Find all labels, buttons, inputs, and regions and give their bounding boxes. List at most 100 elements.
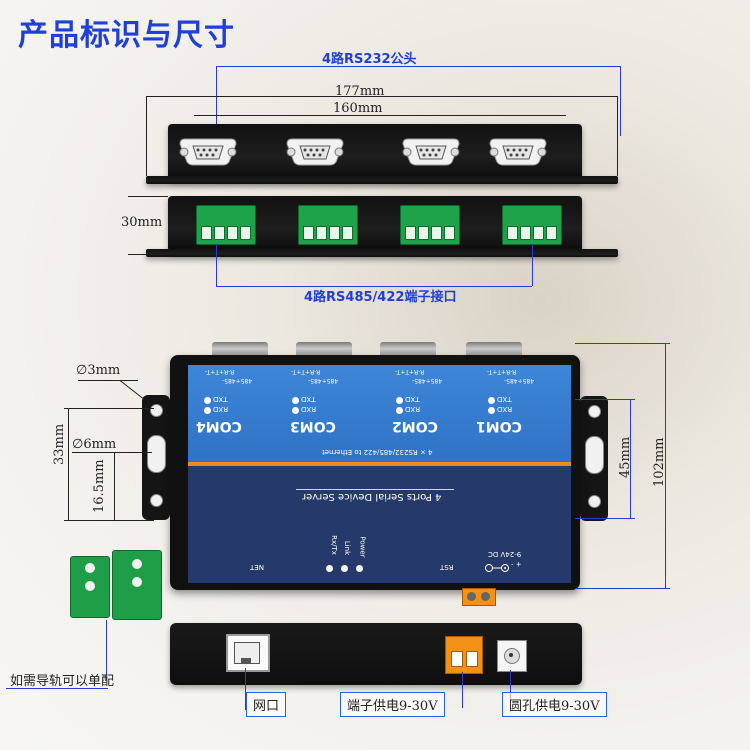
left-offset-dimension: 16.5mm bbox=[92, 459, 107, 513]
outer-width-tick-left bbox=[146, 96, 147, 176]
power-label: Power bbox=[358, 536, 367, 558]
dc-polarity-icon bbox=[485, 564, 509, 572]
mount-hole-small-right-top bbox=[588, 405, 601, 418]
left-height-line bbox=[68, 408, 69, 521]
accent-stripe bbox=[188, 462, 571, 466]
right-small-tick-bottom bbox=[575, 518, 635, 519]
com4-rxd: RXD bbox=[213, 405, 229, 413]
com3-pins2: 485+485- bbox=[308, 377, 339, 384]
terminal-span-line bbox=[216, 286, 532, 287]
panel-subtitle: 4 × RS232/485/422 to Ethernet bbox=[322, 448, 433, 456]
jack-power-label: 圆孔供电9-30V bbox=[502, 692, 607, 717]
mount-slot-left bbox=[147, 435, 166, 473]
rail-leader bbox=[106, 620, 107, 680]
inner-width-dimension: 160mm bbox=[333, 101, 383, 116]
com3-rxd-led bbox=[292, 407, 299, 414]
height-tick-top bbox=[128, 196, 168, 197]
left-height-dimension: 33mm bbox=[52, 423, 67, 465]
com4-rxd-led bbox=[204, 407, 211, 414]
power-led bbox=[356, 565, 363, 572]
rail-label-underline bbox=[6, 688, 108, 689]
terminal-leader-left bbox=[216, 244, 217, 286]
rs485-terminal-2 bbox=[298, 205, 358, 245]
hole-small-leader bbox=[119, 380, 144, 400]
rs232-connector-label: 4路RS232公头 bbox=[322, 52, 417, 67]
rs485-terminal-1 bbox=[196, 205, 256, 245]
com1-pins: R-R+T+T- bbox=[487, 368, 517, 375]
rail-label: 如需导轨可以单配 bbox=[10, 674, 115, 689]
right-total-dimension: 102mm bbox=[652, 437, 667, 487]
dsub-shell-3 bbox=[380, 342, 436, 358]
com1-pins2: 485+485- bbox=[504, 377, 535, 384]
net-label: NET bbox=[250, 563, 264, 571]
com1-txd-led bbox=[488, 397, 495, 404]
right-small-dimension: 45mm bbox=[618, 436, 633, 478]
terminal-power-leader bbox=[462, 672, 463, 708]
rxtx-led bbox=[326, 565, 333, 572]
right-total-tick-bottom bbox=[575, 588, 670, 589]
com1-label: COM1 bbox=[476, 418, 522, 434]
com2-pins: R-R+T+T- bbox=[395, 368, 425, 375]
rs485-terminal-4 bbox=[502, 205, 562, 245]
connector-leader-right bbox=[620, 66, 621, 136]
mount-slot-right bbox=[585, 436, 604, 474]
product-name-rule bbox=[296, 489, 454, 490]
left-height-tick-top bbox=[64, 408, 154, 409]
com3-pins: R-R+T+T- bbox=[291, 368, 321, 375]
dsub-shell-4 bbox=[466, 342, 522, 358]
right-total-line bbox=[665, 343, 666, 588]
db9-connector-3 bbox=[402, 138, 460, 166]
mount-hole-small-right-bottom bbox=[588, 495, 601, 508]
rst-label: RST bbox=[440, 563, 454, 571]
diameter-symbol: ∅ bbox=[76, 363, 88, 378]
com1-txd: TXD bbox=[497, 395, 512, 403]
left-height-tick-bottom bbox=[64, 520, 154, 521]
dsub-shell-2 bbox=[296, 342, 352, 358]
connector-leader-left bbox=[216, 66, 217, 136]
com2-pins2: 485+485- bbox=[412, 377, 443, 384]
com1-rxd-led bbox=[488, 407, 495, 414]
com3-rxd: RXD bbox=[301, 405, 317, 413]
dsub-shell-1 bbox=[212, 342, 268, 358]
com3-label: COM3 bbox=[290, 418, 336, 434]
db9-connector-4 bbox=[489, 138, 547, 166]
terminal-power-label: 端子供电9-30V bbox=[340, 692, 445, 717]
rxtx-label: Rx/Tx bbox=[329, 535, 338, 555]
com2-txd: TXD bbox=[405, 395, 420, 403]
din-rail-clip-1 bbox=[70, 556, 110, 618]
din-rail-clip-2 bbox=[112, 550, 162, 620]
com2-label: COM2 bbox=[392, 418, 438, 434]
com3-txd: TXD bbox=[301, 395, 316, 403]
right-small-line bbox=[630, 399, 631, 518]
com4-label: COM4 bbox=[196, 418, 242, 434]
rj45-port bbox=[226, 634, 270, 672]
product-name: 4 Ports Serial Device Server bbox=[302, 491, 442, 502]
rs485-terminal-3 bbox=[400, 205, 460, 245]
db9-connector-2 bbox=[286, 138, 344, 166]
outer-width-line bbox=[146, 96, 618, 97]
com3-txd-led bbox=[292, 397, 299, 404]
outer-width-dimension: 177mm bbox=[335, 84, 385, 99]
hole-small-dimension: ∅3mm bbox=[76, 363, 121, 378]
com2-rxd-led bbox=[396, 407, 403, 414]
right-small-tick-top bbox=[575, 399, 635, 400]
dc-label: 9-24V DC bbox=[488, 550, 522, 558]
com4-txd: TXD bbox=[213, 395, 228, 403]
height-dimension: 30mm bbox=[121, 215, 163, 230]
dc-jack bbox=[497, 640, 527, 672]
jack-power-leader bbox=[510, 670, 511, 708]
link-label: Link bbox=[343, 540, 352, 556]
link-led bbox=[341, 565, 348, 572]
com4-pins: R-R+T+T- bbox=[205, 368, 235, 375]
mount-hole-small-left-bottom bbox=[150, 494, 163, 507]
connector-span-line bbox=[216, 66, 621, 67]
com1-rxd: RXD bbox=[497, 405, 513, 413]
hole-large-line bbox=[72, 452, 152, 453]
terminal-leader-right bbox=[532, 244, 533, 286]
right-total-tick-top bbox=[575, 343, 670, 344]
com4-txd-led bbox=[204, 397, 211, 404]
front-label-top bbox=[188, 365, 571, 462]
left-offset-line bbox=[114, 452, 115, 520]
com2-txd-led bbox=[396, 397, 403, 404]
page-title: 产品标识与尺寸 bbox=[18, 18, 235, 53]
